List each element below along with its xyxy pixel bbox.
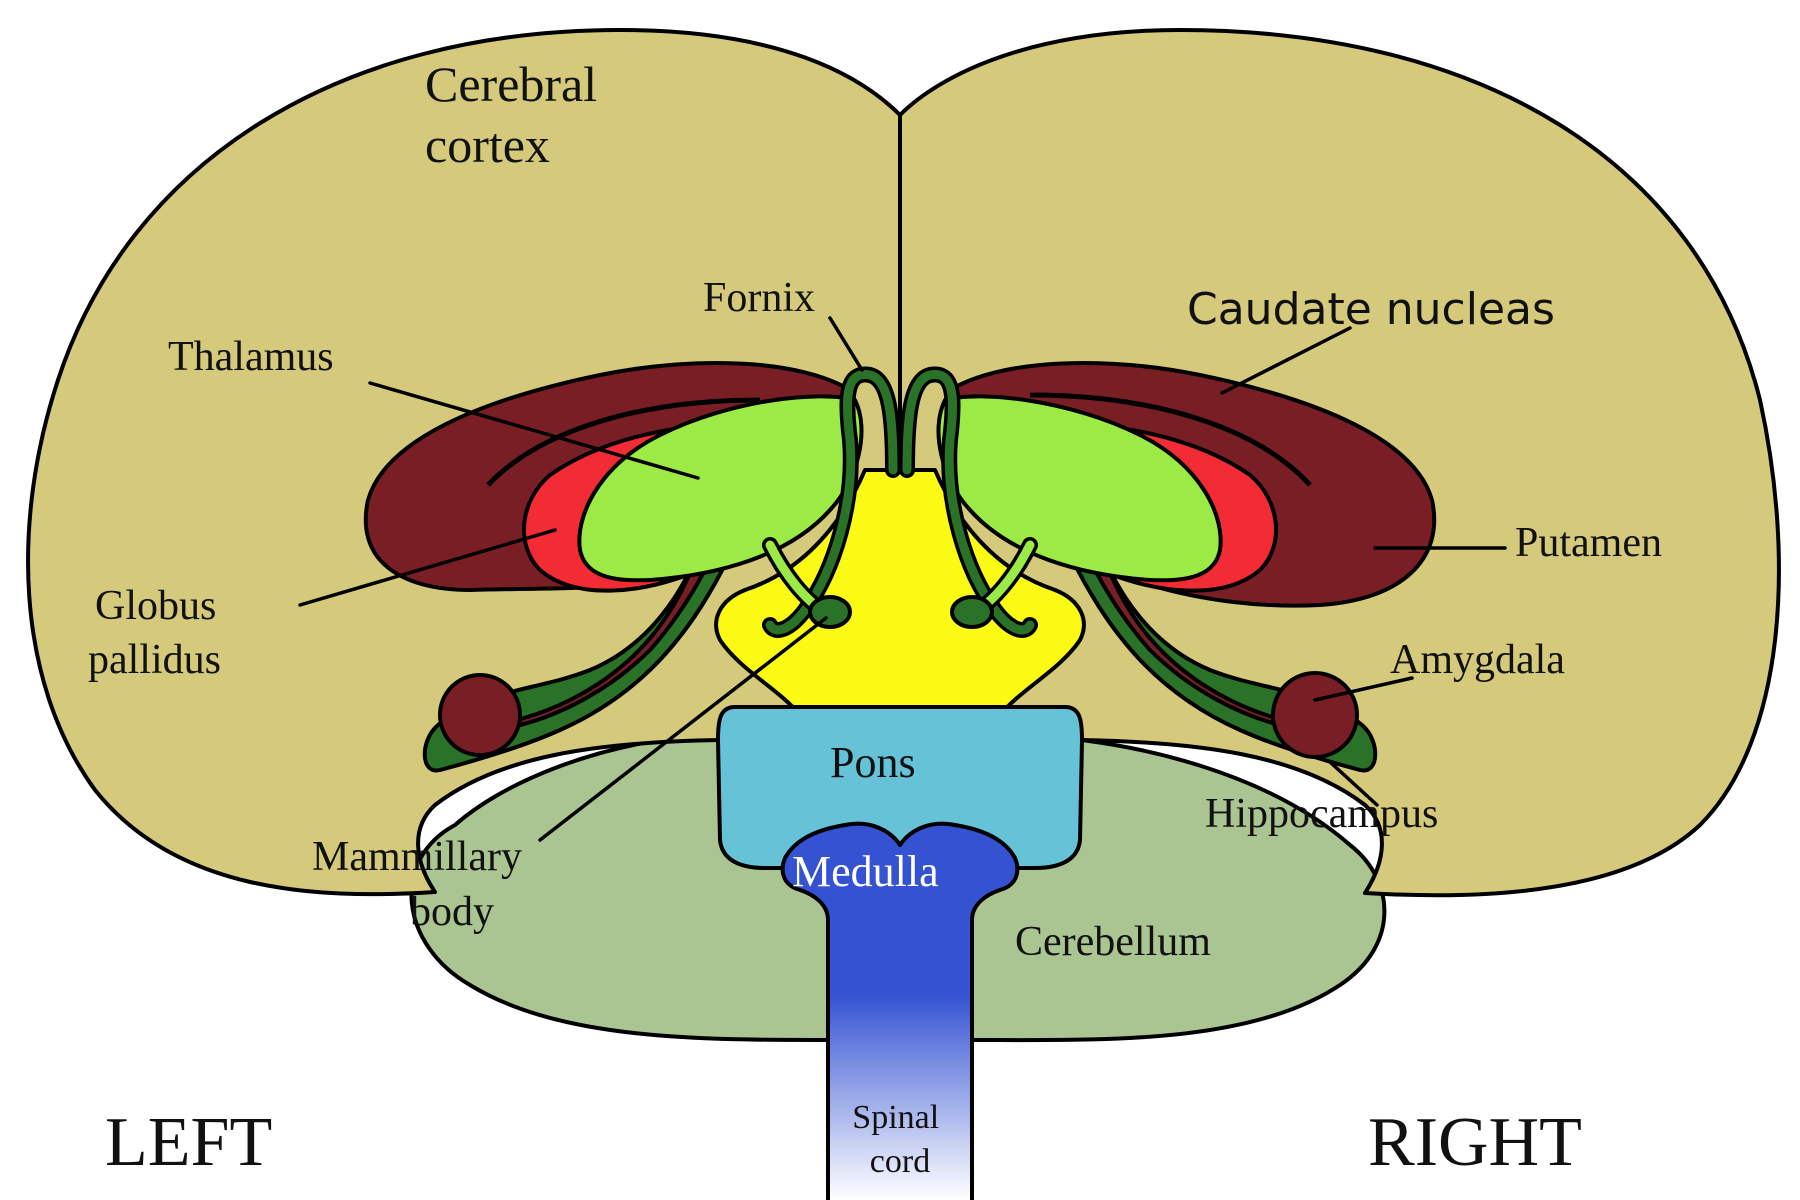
- globus-pallidus-label: Globus pallidus: [88, 583, 227, 683]
- left-amygdala-shape: [438, 673, 522, 757]
- fornix-leader: [828, 316, 864, 372]
- left-fornix-fill: [765, 370, 898, 635]
- left-caudate-arc: [486, 397, 761, 487]
- cerebral-cortex-label-line1: Cerebral: [425, 56, 597, 112]
- cerebral-cortex-label-line2: cortex: [425, 117, 550, 173]
- left-mammillary-body-shape: [808, 595, 852, 629]
- right-amygdala-shape: [1271, 671, 1359, 759]
- left-side-label: LEFT: [105, 1104, 272, 1181]
- right-caudate-arc: [1029, 392, 1312, 487]
- fornix-label: Fornix: [703, 275, 815, 321]
- caudate-nucleas-label: Caudate nucleas: [1187, 284, 1555, 335]
- amygdala-label: Amygdala: [1390, 637, 1565, 683]
- hippocampus-leader: [1328, 760, 1379, 807]
- right-mammillary-body-shape: [950, 595, 994, 629]
- spinal-cord-label-line2: cord: [870, 1143, 930, 1180]
- medulla-label: Medulla: [792, 847, 939, 896]
- cerebral-cortex-label: Cerebral cortex: [425, 56, 610, 173]
- globus-pallidus-leader: [298, 528, 557, 607]
- right-side-label: RIGHT: [1368, 1104, 1582, 1181]
- mammillary-body-label: Mammillary body: [312, 834, 532, 935]
- globus-pallidus-label-line2: pallidus: [88, 637, 221, 683]
- globus-pallidus-label-line1: Globus: [95, 583, 216, 629]
- left-thalamus-shape: [577, 394, 864, 583]
- pons-label: Pons: [830, 738, 916, 787]
- thalamus-label: Thalamus: [168, 334, 334, 380]
- cerebellum-label: Cerebellum: [1015, 919, 1211, 965]
- putamen-label: Putamen: [1515, 520, 1662, 566]
- right-thalamus-shape: [936, 394, 1223, 583]
- amygdala-leader: [1313, 676, 1414, 702]
- mammillary-body-label-line1: Mammillary: [312, 834, 522, 880]
- thalamus-leader: [368, 381, 700, 480]
- medulla-spinal-cord-shape: [780, 821, 1020, 1200]
- mammillary-body-label-line2: body: [410, 889, 494, 935]
- mammillary-body-leader: [538, 616, 828, 842]
- pons-shape: [716, 705, 1084, 870]
- spinal-cord-label-line1: Spinal: [852, 1099, 939, 1136]
- caudate-leader: [1220, 326, 1352, 395]
- right-fornix-fill: [902, 370, 1035, 635]
- spinal-cord-label: Spinal cord: [852, 1099, 947, 1180]
- hippocampus-label: Hippocampus: [1205, 791, 1438, 837]
